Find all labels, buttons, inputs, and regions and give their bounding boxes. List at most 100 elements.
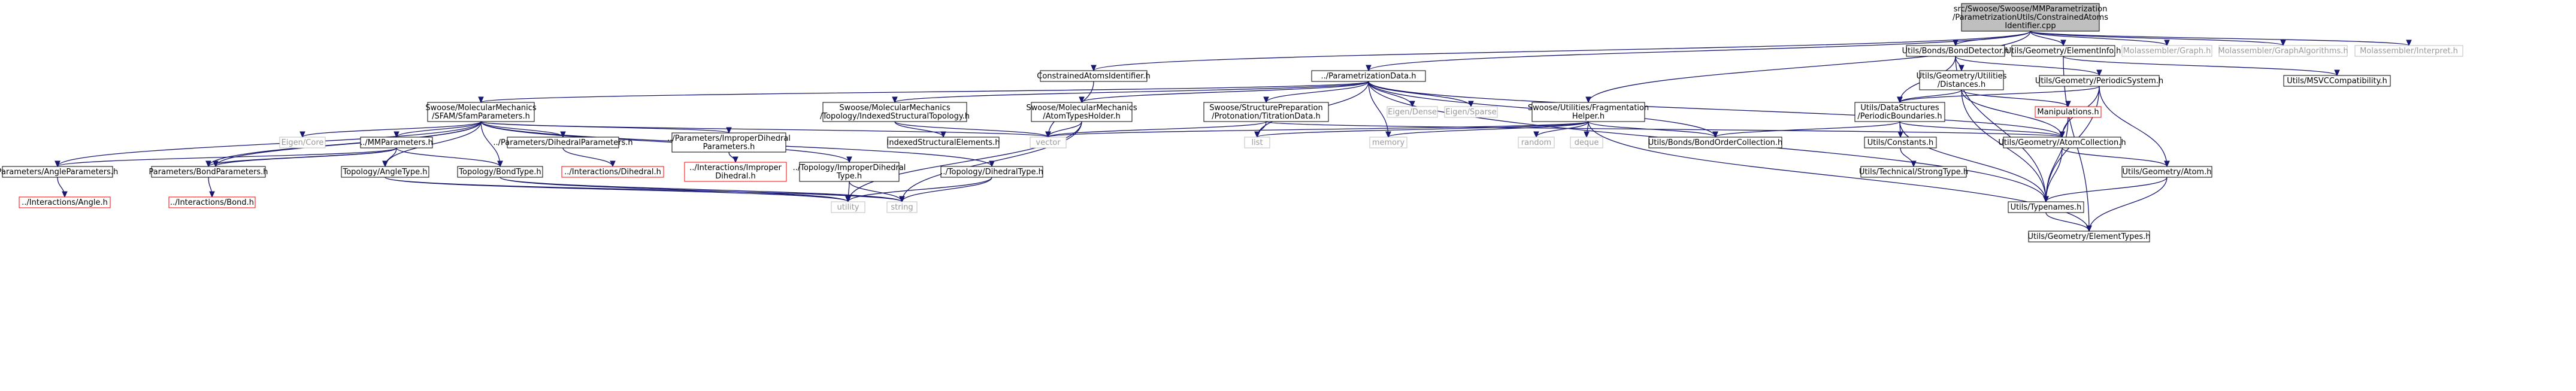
node-topology-angle-type[interactable]: Topology/AngleType.h	[341, 166, 429, 178]
node-box	[1444, 106, 1498, 118]
node-root[interactable]: src/Swoose/Swoose/MMParametrization/Para…	[1953, 3, 2108, 32]
node-label-line: Molassembler/Graph.h	[2123, 47, 2211, 56]
node-label-line: Parameters.h	[703, 143, 755, 151]
node-label-line: Utils/Geometry/ElementInfo.h	[2006, 47, 2121, 56]
node-geometry-utilities-distances[interactable]: Utils/Geometry/Utilities/Distances.h	[1916, 70, 2007, 90]
node-interactions-bond[interactable]: ../Interactions/Bond.h	[168, 196, 256, 208]
node-box	[831, 201, 865, 213]
node-label-line: Eigen/Sparse	[1445, 108, 1496, 117]
edge-typenames-to-element_types	[2045, 212, 2089, 231]
edge-parametrization_data-to-titration_data	[1266, 81, 1369, 102]
node-layer: src/Swoose/Swoose/MMParametrization/Para…	[0, 3, 2463, 243]
node-titration-data[interactable]: Swoose/StructurePreparation/Protonation/…	[1203, 102, 1329, 122]
node-label-line: ../Parameters/ImproperDihedral	[667, 134, 791, 143]
node-label-line: list	[1251, 138, 1263, 147]
edge-atom_types_holder-to-utility	[848, 121, 1082, 202]
node-box	[799, 162, 900, 182]
node-box	[507, 137, 619, 148]
edge-geometry_utilities_distances-to-atom_collection	[1961, 89, 2062, 137]
node-box	[1040, 70, 1148, 82]
node-manipulations[interactable]: Manipulations.h	[2035, 106, 2102, 118]
node-msvc-compatibility[interactable]: Utils/MSVCCompatibility.h	[2283, 75, 2391, 87]
node-angle-parameters[interactable]: Parameters/AngleParameters.h	[0, 166, 118, 178]
node-label-line: ../ParametrizationData.h	[1321, 72, 1416, 81]
node-label-line: Utils/Typenames.h	[2011, 203, 2082, 212]
node-dihedral-parameters[interactable]: ../Parameters/DihedralParameters.h	[493, 137, 633, 148]
node-box	[1864, 137, 1937, 148]
edge-periodic_boundaries-to-typenames	[1899, 121, 2046, 202]
node-geometry-atom[interactable]: Utils/Geometry/Atom.h	[2121, 166, 2212, 178]
node-constrained-atoms-identifier[interactable]: ConstrainedAtomsIdentifier.h	[1037, 70, 1151, 82]
edge-mm_parameters-to-map	[216, 147, 397, 166]
node-indexed-structural-elements[interactable]: IndexedStructuralElements.h	[887, 137, 1000, 148]
node-improper-dihedral-parameters[interactable]: ../Parameters/ImproperDihedralParameters…	[667, 132, 791, 153]
node-label-line: ../Interactions/Angle.h	[22, 198, 108, 207]
node-bond-detector[interactable]: Utils/Bonds/BondDetector.h	[1902, 45, 2009, 57]
node-indexed-structural-topology[interactable]: Swoose/MolecularMechanics/Topology/Index…	[820, 102, 970, 122]
node-element-info[interactable]: Utils/Geometry/ElementInfo.h	[2006, 45, 2121, 57]
edge-root-to-molassembler_graph_algorithms	[2030, 31, 2283, 46]
node-parametrization-data[interactable]: ../ParametrizationData.h	[1311, 70, 1426, 82]
node-label-line: Identifier.cpp	[2005, 22, 2056, 31]
node-label-line: Molassembler/Interpret.h	[2360, 47, 2458, 56]
node-box	[2121, 45, 2212, 57]
node-sfam-parameters[interactable]: Swoose/MolecularMechanics/SFAM/SfamParam…	[425, 102, 537, 122]
edge-root-to-molassembler_graph	[2030, 31, 2167, 46]
edge-parametrization_data-to-eigen_dense	[1368, 81, 1412, 107]
edge-root-to-constrained_atoms_identifier	[1094, 31, 2031, 71]
node-box	[2218, 45, 2348, 57]
node-eigen-dense: Eigen/Dense	[1387, 106, 1438, 118]
node-box	[1906, 45, 2005, 57]
node-bond-parameters[interactable]: Parameters/BondParameters.h	[149, 166, 268, 178]
node-interactions-dihedral[interactable]: ../Interactions/Dihedral.h	[561, 166, 664, 178]
node-label-line: Swoose/MolecularMechanics	[1026, 104, 1137, 113]
node-box	[1369, 137, 1407, 148]
edge-topology_angle_type-to-string	[385, 177, 902, 202]
node-label-line: Swoose/MolecularMechanics	[425, 104, 537, 113]
node-label-line: /PeriodicBoundaries.h	[1857, 112, 1942, 121]
node-utility: utility	[831, 201, 865, 213]
node-atom-collection[interactable]: Utils/Geometry/AtomCollection.h	[1998, 137, 2126, 148]
node-mm-parameters[interactable]: ../MMParameters.h	[360, 137, 433, 148]
node-label-line: utility	[837, 203, 859, 212]
edge-indexed_structural_topology-to-vector	[894, 121, 1048, 137]
node-box	[1961, 3, 2100, 32]
node-box	[887, 137, 1000, 148]
node-strong-type[interactable]: Utils/Technical/StrongType.h	[1859, 166, 1968, 178]
node-periodic-system[interactable]: Utils/Geometry/PeriodicSystem.h	[2035, 75, 2163, 87]
node-typenames[interactable]: Utils/Typenames.h	[2008, 201, 2084, 213]
node-utils-constants[interactable]: Utils/Constants.h	[1864, 137, 1937, 148]
node-element-types[interactable]: Utils/Geometry/ElementTypes.h	[2027, 231, 2151, 243]
node-box	[19, 196, 111, 208]
node-interactions-improper-dihedral[interactable]: ../Interactions/ImproperDihedral.h	[684, 162, 787, 182]
node-label-line: Parameters/AngleParameters.h	[0, 168, 118, 177]
edge-atom_collection-to-geometry_atom	[2062, 147, 2167, 166]
node-box	[684, 162, 787, 182]
edge-manipulations-to-atom_collection	[2062, 117, 2069, 137]
node-memory: memory	[1369, 137, 1407, 148]
node-topology-dihedral-type[interactable]: ../Topology/DihedralType.h	[940, 166, 1043, 178]
node-interactions-angle[interactable]: ../Interactions/Angle.h	[19, 196, 111, 208]
edge-titration_data-to-atom_collection	[1266, 121, 2062, 137]
node-box	[1854, 102, 1945, 122]
node-box	[1387, 106, 1438, 118]
node-topology-bond-type[interactable]: Topology/BondType.h	[457, 166, 543, 178]
edge-atom_collection-to-typenames	[2046, 147, 2063, 202]
node-bond-order-collection[interactable]: Utils/Bonds/BondOrderCollection.h	[1648, 137, 1783, 148]
node-atom-types-holder[interactable]: Swoose/MolecularMechanics/AtomTypesHolde…	[1026, 102, 1137, 122]
edge-angle_parameters-to-interactions_angle	[57, 177, 65, 197]
node-label-line: Utils/Geometry/PeriodicSystem.h	[2035, 77, 2163, 86]
node-box	[2028, 231, 2150, 243]
node-eigen-core: Eigen/Core	[279, 137, 326, 148]
edge-mm_parameters-to-topology_angle_type	[385, 147, 397, 166]
node-label-line: Utils/Geometry/ElementTypes.h	[2027, 232, 2150, 241]
node-label-line: Parameters/BondParameters.h	[149, 168, 268, 177]
node-label-line: random	[1521, 138, 1551, 147]
node-label-line: Eigen/Dense	[1388, 108, 1437, 117]
node-periodic-boundaries[interactable]: Utils/DataStructures/PeriodicBoundaries.…	[1854, 102, 1945, 122]
node-box	[2, 166, 113, 178]
node-label-line: Swoose/MolecularMechanics	[839, 104, 951, 113]
edge-titration_data-to-vector	[1048, 121, 1267, 137]
